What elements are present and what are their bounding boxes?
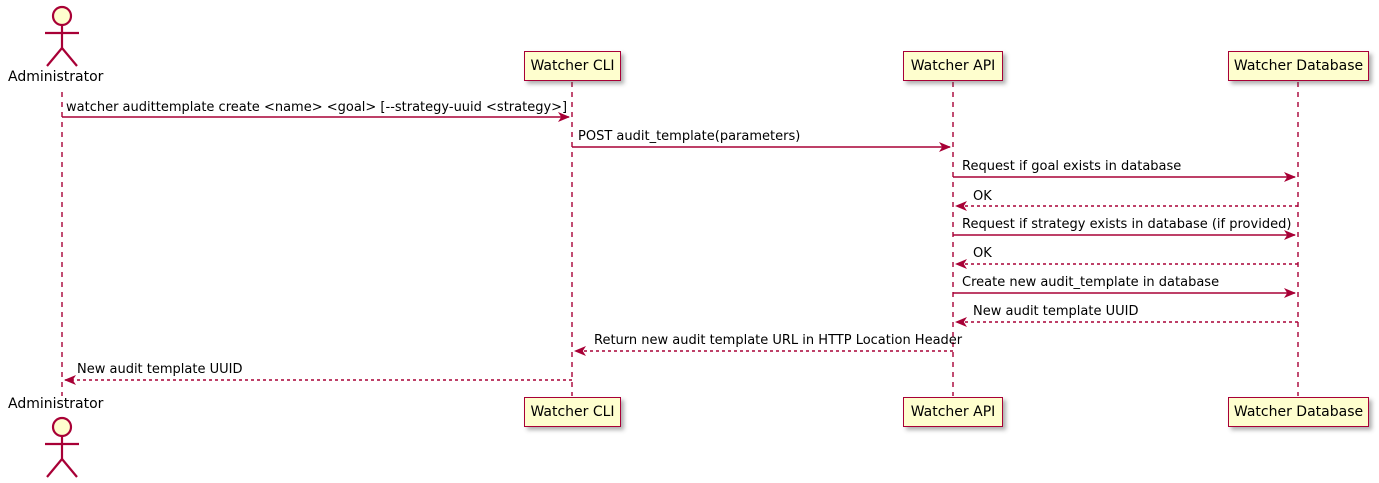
participant-box-watcher-api-top[interactable]: Watcher API [903, 51, 1003, 81]
actor-label-administrator-top: Administrator [8, 69, 104, 85]
participant-box-watcher-cli-top[interactable]: Watcher CLI [524, 51, 621, 81]
actor-administrator-bottom-icon [45, 416, 79, 478]
actor-label-administrator-bottom: Administrator [8, 396, 104, 412]
lifelines [61, 82, 1299, 396]
message-label-5: Request if strategy exists in database (… [962, 217, 1292, 232]
participant-box-watcher-api-bottom[interactable]: Watcher API [903, 397, 1003, 427]
participant-box-watcher-database-top[interactable]: Watcher Database [1228, 51, 1369, 81]
message-label-7: Create new audit_template in database [962, 275, 1220, 290]
message-label-6: OK [973, 246, 992, 261]
message-label-8: New audit template UUID [973, 304, 1139, 319]
participant-box-watcher-database-bottom[interactable]: Watcher Database [1228, 397, 1369, 427]
message-label-9: Return new audit template URL in HTTP Lo… [594, 333, 963, 348]
message-label-4: OK [973, 189, 992, 204]
message-label-1: watcher audittemplate create <name> <goa… [66, 100, 568, 115]
message-arrows [62, 112, 1298, 385]
actor-administrator-top-icon [45, 5, 79, 67]
message-label-3: Request if goal exists in database [962, 159, 1182, 174]
message-label-10: New audit template UUID [77, 362, 243, 377]
participant-box-watcher-cli-bottom[interactable]: Watcher CLI [524, 397, 621, 427]
message-label-2: POST audit_template(parameters) [578, 129, 801, 144]
